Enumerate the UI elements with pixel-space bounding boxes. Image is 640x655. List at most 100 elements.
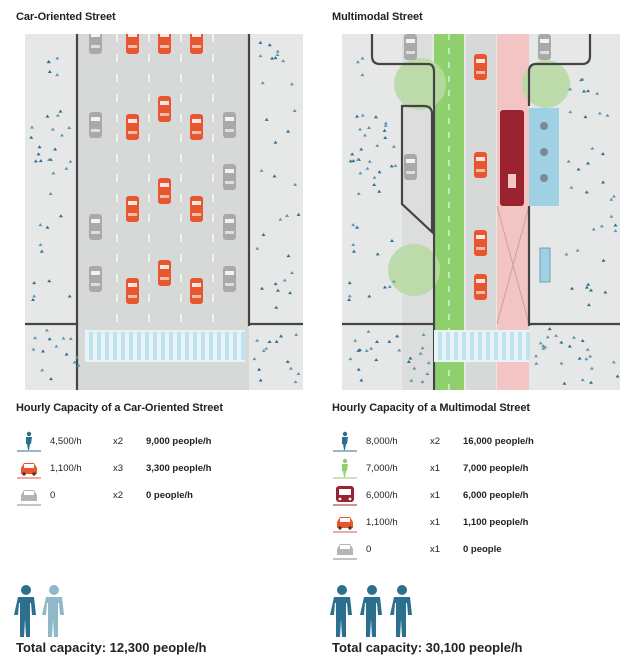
total-capacity-left: Total capacity: 12,300 people/h — [16, 640, 207, 655]
car — [190, 34, 203, 54]
rate: 1,100/h — [366, 517, 398, 528]
sidewalk-plants — [29, 40, 301, 384]
multiplier: x3 — [113, 463, 124, 474]
curb-right — [527, 34, 592, 106]
multiplier: x1 — [430, 517, 441, 528]
moving-cars — [474, 54, 487, 300]
people-figures-right — [330, 585, 412, 637]
crosswalk-stripes — [89, 332, 245, 360]
rate: 6,000/h — [366, 490, 398, 501]
capacity-row-parked: 0 x1 0 people — [332, 538, 632, 560]
car-oriented-street-diagram — [25, 34, 303, 390]
parked-car-icon — [333, 544, 357, 560]
person-icon — [360, 585, 382, 637]
capacity-row-bus: 6,000/h x1 6,000 people/h — [332, 484, 632, 506]
pedestrian-icon — [17, 431, 41, 452]
pedestrian-icon — [333, 431, 357, 452]
rate: 1,100/h — [50, 463, 82, 474]
car — [158, 34, 171, 54]
parked-car — [89, 266, 102, 292]
car-capacity-title: Hourly Capacity of a Car-Oriented Street — [16, 402, 223, 414]
car-icon — [17, 463, 41, 479]
car — [474, 274, 487, 300]
car — [126, 278, 139, 304]
car — [126, 114, 139, 140]
tree — [522, 60, 570, 108]
multimodal-title: Multimodal Street — [332, 11, 423, 23]
bus — [500, 110, 524, 206]
rate: 0 — [366, 544, 372, 555]
moving-cars — [126, 34, 203, 304]
capacity-row-pedestrian: 8,000/h x2 16,000 people/h — [332, 430, 632, 452]
multiplier: x1 — [430, 490, 441, 501]
row-total: 0 people — [463, 544, 502, 555]
row-total: 1,100 people/h — [463, 517, 529, 528]
person-icon — [42, 585, 64, 637]
crosswalk-stripes — [438, 332, 530, 360]
multiplier: x2 — [430, 436, 441, 447]
row-total: 9,000 people/h — [146, 436, 212, 447]
car — [158, 96, 171, 122]
multimodal-street-diagram — [342, 34, 620, 390]
capacity-row-pedestrian: 4,500/h x2 9,000 people/h — [16, 430, 296, 452]
car — [126, 196, 139, 222]
waiting-passengers — [540, 122, 548, 182]
parked-car — [404, 34, 417, 60]
multiplier: x2 — [113, 436, 124, 447]
tree — [394, 58, 446, 110]
planter-island — [400, 104, 434, 235]
row-total: 7,000 people/h — [463, 463, 529, 474]
parked-car — [89, 34, 102, 54]
capacity-row-parked: 0 x2 0 people/h — [16, 484, 296, 506]
parked-cars — [89, 34, 236, 292]
parked-car — [538, 34, 551, 60]
parked-car — [89, 112, 102, 138]
bench — [539, 247, 551, 283]
car — [190, 278, 203, 304]
person-icon — [330, 585, 352, 637]
parked-car — [223, 266, 236, 292]
sidewalk-plants — [347, 56, 620, 385]
rate: 7,000/h — [366, 463, 398, 474]
people-figures-left — [14, 585, 64, 637]
capacity-row-cyclist: 7,000/h x1 7,000 people/h — [332, 457, 632, 479]
cyclist-icon — [333, 458, 357, 479]
car — [190, 196, 203, 222]
parked-cars — [404, 34, 551, 180]
rate: 4,500/h — [50, 436, 82, 447]
row-total: 0 people/h — [146, 490, 193, 501]
row-total: 16,000 people/h — [463, 436, 534, 447]
person-icon — [390, 585, 412, 637]
lane-markings — [116, 34, 214, 324]
parked-car — [89, 214, 102, 240]
capacity-row-car: 1,100/h x3 3,300 people/h — [16, 457, 296, 479]
car — [158, 178, 171, 204]
car — [474, 230, 487, 256]
parked-car — [404, 154, 417, 180]
car-icon — [333, 517, 357, 533]
curb-left — [370, 34, 436, 324]
multimodal-capacity-title: Hourly Capacity of a Multimodal Street — [332, 402, 530, 414]
rate: 8,000/h — [366, 436, 398, 447]
car — [126, 34, 139, 54]
person-icon — [14, 585, 36, 637]
multiplier: x2 — [113, 490, 124, 501]
car-oriented-title: Car-Oriented Street — [16, 11, 116, 23]
parked-car — [223, 164, 236, 190]
parked-car — [223, 214, 236, 240]
rate: 0 — [50, 490, 56, 501]
car — [190, 114, 203, 140]
car — [158, 260, 171, 286]
row-total: 6,000 people/h — [463, 490, 529, 501]
parked-car-icon — [17, 490, 41, 506]
bus-icon — [333, 486, 357, 506]
multiplier: x1 — [430, 544, 441, 555]
total-capacity-right: Total capacity: 30,100 people/h — [332, 640, 523, 655]
multiplier: x1 — [430, 463, 441, 474]
tree — [388, 244, 440, 296]
capacity-row-car: 1,100/h x1 1,100 people/h — [332, 511, 632, 533]
car — [474, 54, 487, 80]
car — [474, 152, 487, 178]
row-total: 3,300 people/h — [146, 463, 212, 474]
parked-car — [223, 112, 236, 138]
